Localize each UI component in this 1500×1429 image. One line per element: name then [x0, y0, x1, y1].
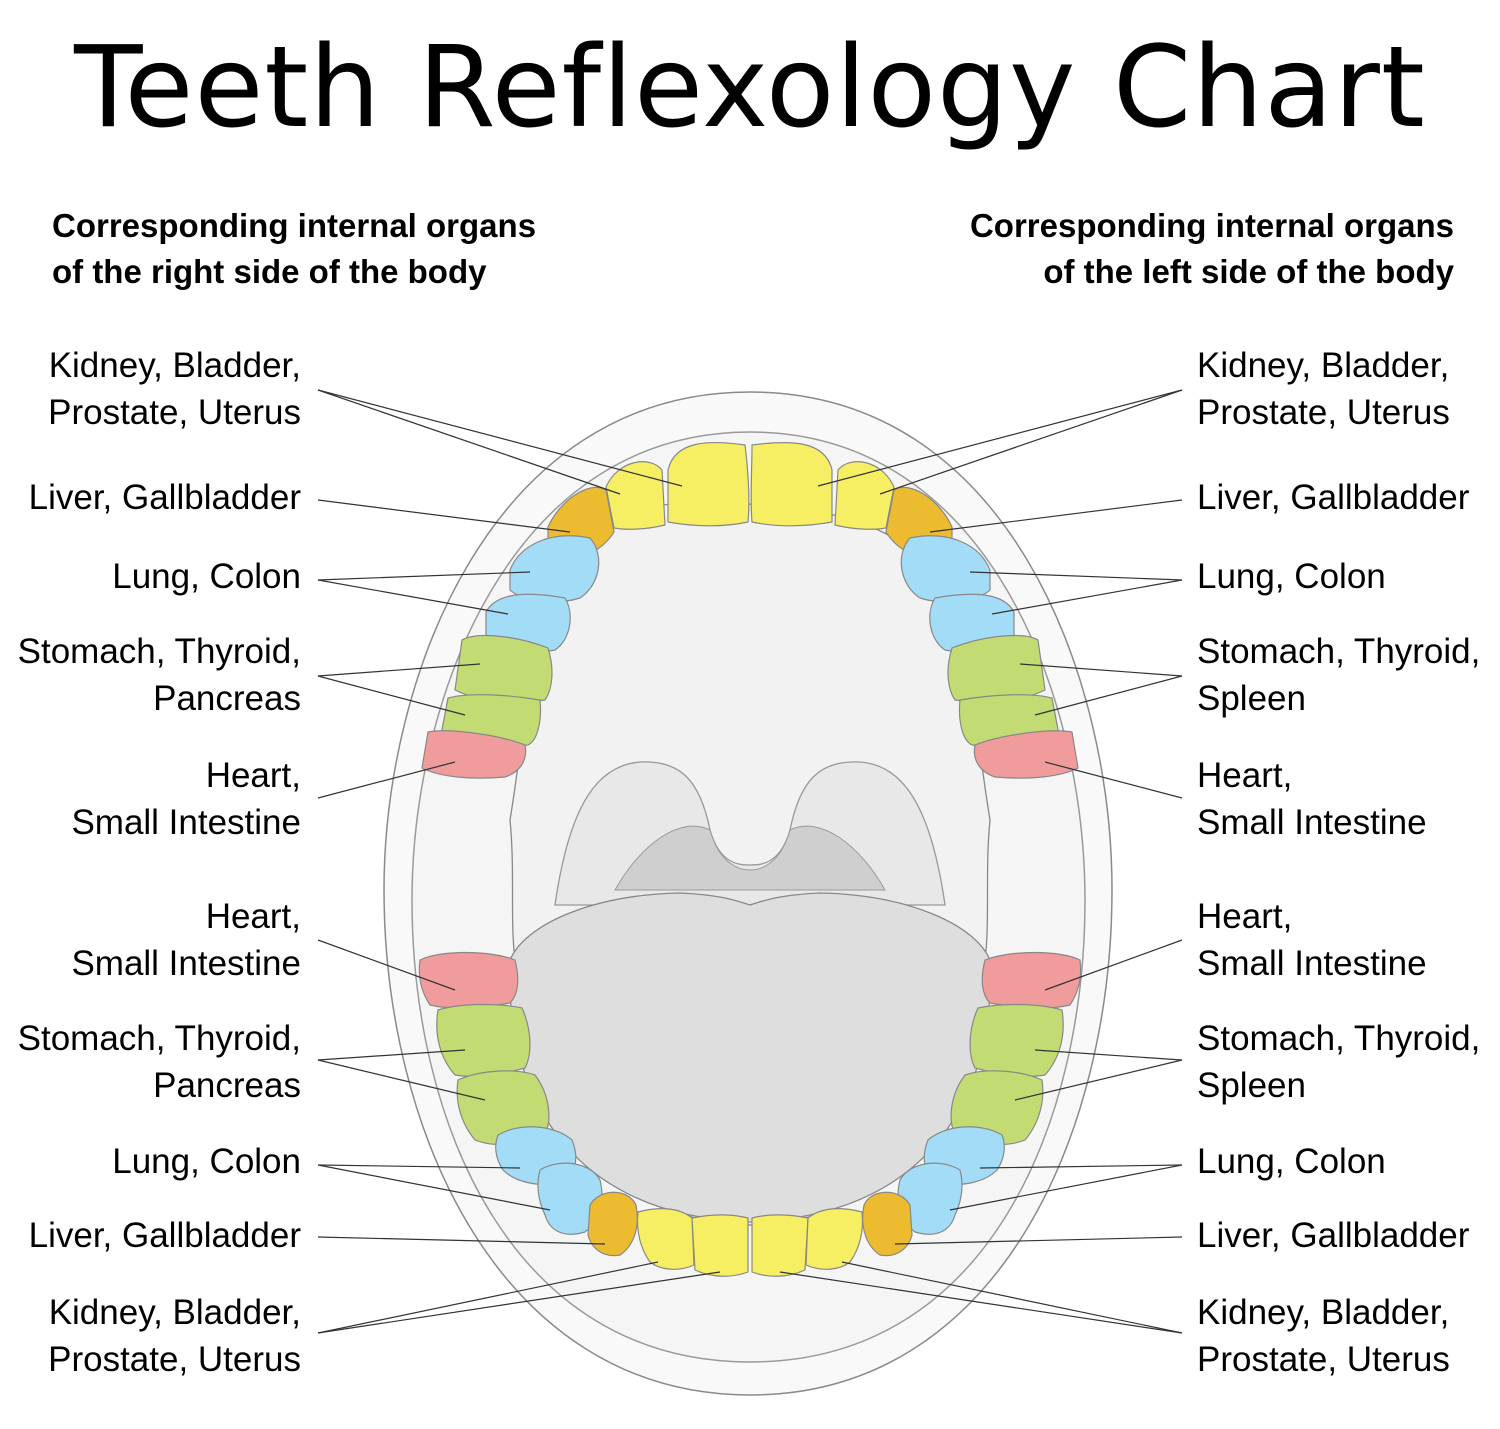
- tooth-lower-central-incisor-right: [691, 1214, 749, 1277]
- label-left-upper-heart: Heart, Small Intestine: [71, 752, 301, 846]
- tooth-lower-molar1-left: [950, 1070, 1044, 1146]
- label-line: Kidney, Bladder,: [48, 346, 301, 385]
- tooth-upper-central-incisor-left: [750, 441, 833, 527]
- tooth-lower-premolar1-right: [537, 1162, 603, 1235]
- label-line: Lung, Colon: [112, 557, 301, 596]
- heading-line: of the right side of the body: [52, 253, 487, 290]
- tooth-upper-lateral-incisor-left: [834, 461, 895, 530]
- label-right-lower-stomach: Stomach, Thyroid, Spleen: [1197, 1015, 1480, 1109]
- label-line: Lung, Colon: [112, 1142, 301, 1181]
- label-line: Spleen: [1197, 679, 1306, 718]
- label-line: Heart,: [205, 897, 301, 936]
- label-line: Kidney, Bladder,: [1197, 346, 1450, 385]
- heading-line: Corresponding internal organs: [52, 207, 537, 244]
- label-line: Heart,: [1197, 756, 1293, 795]
- tooth-upper-molar1-left: [947, 635, 1046, 703]
- tooth-lower-wisdom-left: [981, 951, 1082, 1009]
- tooth-lower-lateral-incisor-right: [636, 1208, 695, 1270]
- label-left-upper-lung: Lung, Colon: [112, 553, 301, 600]
- label-line: Pancreas: [153, 1066, 301, 1105]
- label-left-lower-liver: Liver, Gallbladder: [29, 1212, 301, 1259]
- label-line: Small Intestine: [1197, 944, 1427, 983]
- tooth-lower-canine-left: [862, 1191, 913, 1257]
- tooth-upper-wisdom-right: [421, 730, 527, 779]
- label-line: Heart,: [1197, 897, 1293, 936]
- label-line: Heart,: [205, 756, 301, 795]
- leader-lines: [317, 389, 1183, 1334]
- label-left-lower-stomach: Stomach, Thyroid, Pancreas: [18, 1015, 301, 1109]
- tooth-lower-wisdom-right: [418, 951, 519, 1009]
- label-right-lower-kidney: Kidney, Bladder, Prostate, Uterus: [1197, 1289, 1450, 1383]
- label-right-upper-kidney: Kidney, Bladder, Prostate, Uterus: [1197, 342, 1450, 436]
- label-right-upper-lung: Lung, Colon: [1197, 553, 1386, 600]
- label-left-upper-stomach: Stomach, Thyroid, Pancreas: [18, 628, 301, 722]
- label-line: Pancreas: [153, 679, 301, 718]
- label-left-upper-kidney: Kidney, Bladder, Prostate, Uterus: [48, 342, 301, 436]
- label-line: Stomach, Thyroid,: [1197, 1019, 1481, 1058]
- label-left-upper-liver: Liver, Gallbladder: [29, 474, 301, 521]
- tooth-upper-molar1-right: [454, 635, 553, 703]
- tooth-lower-canine-right: [587, 1191, 638, 1257]
- tooth-upper-wisdom-left: [973, 730, 1079, 779]
- label-line: Prostate, Uterus: [1197, 393, 1450, 432]
- label-line: Liver, Gallbladder: [28, 1216, 301, 1255]
- tongue: [508, 892, 992, 1223]
- label-line: Lung, Colon: [1197, 1142, 1386, 1181]
- label-line: Small Intestine: [71, 803, 301, 842]
- tooth-upper-central-incisor-right: [667, 441, 750, 527]
- label-right-lower-liver: Liver, Gallbladder: [1197, 1212, 1469, 1259]
- label-right-upper-liver: Liver, Gallbladder: [1197, 474, 1469, 521]
- label-line: Small Intestine: [71, 944, 301, 983]
- label-left-lower-lung: Lung, Colon: [112, 1138, 301, 1185]
- label-line: Prostate, Uterus: [48, 393, 301, 432]
- label-line: Liver, Gallbladder: [1197, 1216, 1470, 1255]
- label-line: Lung, Colon: [1197, 557, 1386, 596]
- tooth-lower-lateral-incisor-left: [805, 1208, 864, 1270]
- label-line: Liver, Gallbladder: [28, 478, 301, 517]
- label-line: Stomach, Thyroid,: [17, 632, 301, 671]
- label-left-lower-kidney: Kidney, Bladder, Prostate, Uterus: [48, 1289, 301, 1383]
- label-right-upper-heart: Heart, Small Intestine: [1197, 752, 1427, 846]
- label-line: Prostate, Uterus: [1197, 1340, 1450, 1379]
- tooth-lower-central-incisor-left: [751, 1214, 809, 1277]
- tooth-lower-molar2-right: [436, 1003, 531, 1077]
- label-left-lower-heart: Heart, Small Intestine: [71, 893, 301, 987]
- heading-line: Corresponding internal organs: [969, 207, 1454, 244]
- heading-line: of the left side of the body: [1043, 253, 1454, 290]
- tooth-lower-molar2-left: [969, 1003, 1064, 1077]
- label-line: Kidney, Bladder,: [1197, 1293, 1450, 1332]
- tooth-upper-lateral-incisor-right: [605, 461, 666, 530]
- label-right-lower-lung: Lung, Colon: [1197, 1138, 1386, 1185]
- label-line: Stomach, Thyroid,: [17, 1019, 301, 1058]
- page-title: Teeth Reflexology Chart: [74, 23, 1426, 153]
- left-side-organs-heading: Corresponding internal organs of the lef…: [970, 203, 1454, 295]
- label-right-lower-heart: Heart, Small Intestine: [1197, 893, 1427, 987]
- label-line: Kidney, Bladder,: [48, 1293, 301, 1332]
- label-line: Stomach, Thyroid,: [1197, 632, 1481, 671]
- uvula-back: [614, 825, 886, 891]
- right-side-organs-heading: Corresponding internal organs of the rig…: [52, 203, 536, 295]
- label-line: Prostate, Uterus: [48, 1340, 301, 1379]
- label-line: Small Intestine: [1197, 803, 1427, 842]
- label-right-upper-stomach: Stomach, Thyroid, Spleen: [1197, 628, 1480, 722]
- label-line: Spleen: [1197, 1066, 1306, 1105]
- label-line: Liver, Gallbladder: [1197, 478, 1470, 517]
